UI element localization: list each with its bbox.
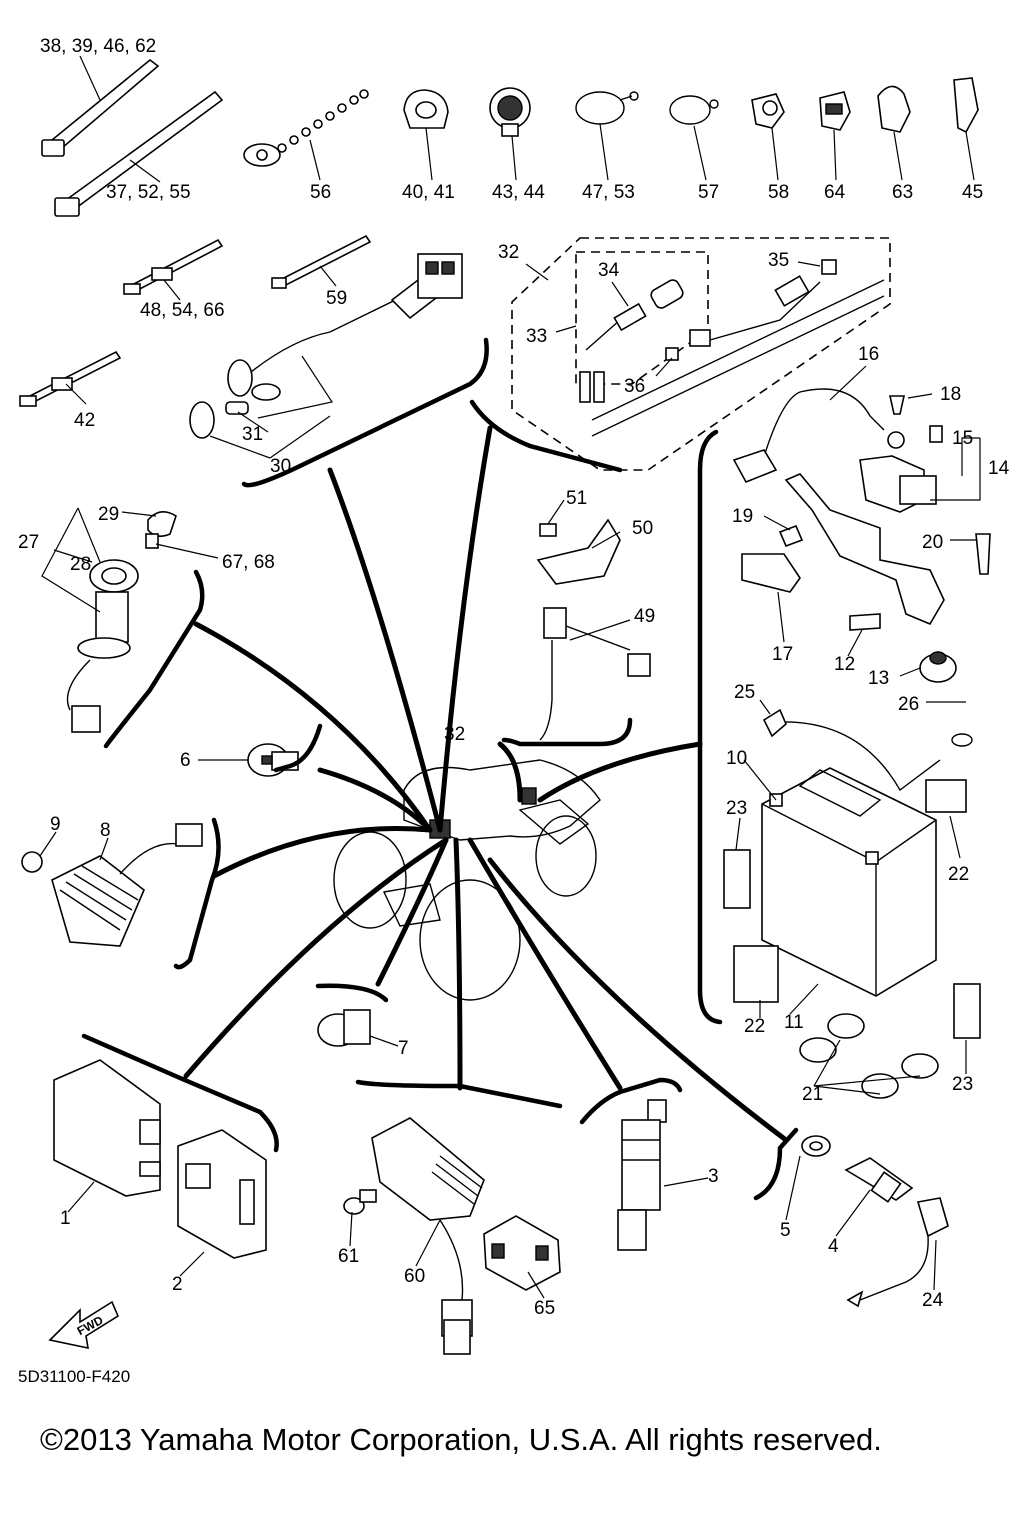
cable-tie-37 xyxy=(54,90,224,217)
callout-2: 2 xyxy=(172,1274,183,1295)
cable-tie-38 xyxy=(41,58,160,157)
ecu-1 xyxy=(53,1059,161,1197)
callout-63: 63 xyxy=(892,182,913,203)
callout-29: 29 xyxy=(98,504,119,525)
spark-plug-4 xyxy=(801,1135,949,1308)
callout-58: 58 xyxy=(768,182,789,203)
callout-13: 13 xyxy=(868,668,889,689)
callout-23-left: 23 xyxy=(726,798,747,819)
wire-harness-box-32 xyxy=(511,237,891,471)
callout-9: 9 xyxy=(50,814,61,835)
holder-45 xyxy=(953,77,979,134)
copyright-notice: ©2013 Yamaha Motor Corporation, U.S.A. A… xyxy=(40,1422,882,1457)
leader-lines xyxy=(39,55,981,1299)
callout-32-center: 32 xyxy=(444,724,465,745)
callout-17: 17 xyxy=(772,644,793,665)
clip-57 xyxy=(669,95,719,125)
group-outlines xyxy=(81,337,799,1201)
callout-65: 65 xyxy=(534,1298,555,1319)
callout-40-41: 40, 41 xyxy=(402,182,455,203)
sensor-7 xyxy=(317,1009,371,1047)
clamp-43 xyxy=(489,87,531,137)
callout-34: 34 xyxy=(598,260,620,281)
callout-37-52-55: 37, 52, 55 xyxy=(106,182,191,203)
callout-20: 20 xyxy=(922,532,943,553)
relay-bracket-assembly xyxy=(732,388,991,683)
callout-12: 12 xyxy=(834,654,855,675)
callout-23-right: 23 xyxy=(952,1074,973,1095)
callout-59: 59 xyxy=(326,288,347,309)
clamp-63 xyxy=(877,85,911,133)
holder-58 xyxy=(751,93,785,129)
callout-5: 5 xyxy=(780,1220,791,1241)
callout-8: 8 xyxy=(100,820,111,841)
clip-47 xyxy=(575,91,639,125)
callout-33: 33 xyxy=(526,326,547,347)
callout-15: 15 xyxy=(952,428,973,449)
callout-30: 30 xyxy=(270,456,291,477)
callout-67-68: 67, 68 xyxy=(222,552,275,573)
callout-43-44: 43, 44 xyxy=(492,182,545,203)
fwd-arrow-icon: FWD xyxy=(48,1300,120,1350)
cable-tie-48 xyxy=(123,238,224,295)
callout-4: 4 xyxy=(828,1236,839,1257)
callout-60: 60 xyxy=(404,1266,425,1287)
callout-32-harness: 32 xyxy=(498,242,519,263)
callout-22-right: 22 xyxy=(948,864,969,885)
clamp-64 xyxy=(819,91,851,131)
band-56 xyxy=(243,89,369,167)
ignition-coil-3 xyxy=(617,1099,667,1251)
callout-25: 25 xyxy=(734,682,755,703)
atv-vehicle-outline xyxy=(333,759,601,1001)
callout-16: 16 xyxy=(858,344,879,365)
callout-36: 36 xyxy=(624,376,645,397)
callout-28: 28 xyxy=(70,554,91,575)
callout-26: 26 xyxy=(898,694,919,715)
sub-wire-harness-30 xyxy=(189,253,463,439)
callout-42: 42 xyxy=(74,410,95,431)
callout-51: 51 xyxy=(566,488,587,509)
relay-60 xyxy=(343,1117,485,1355)
callout-38-39-46-62: 38, 39, 46, 62 xyxy=(40,36,156,57)
cable-tie-59 xyxy=(271,234,372,290)
callout-45: 45 xyxy=(962,182,983,203)
stop-switch-49 xyxy=(536,518,651,741)
callout-18: 18 xyxy=(940,384,961,405)
callout-57: 57 xyxy=(698,182,719,203)
relay-65 xyxy=(483,1215,561,1291)
callout-7: 7 xyxy=(398,1038,409,1059)
callout-64: 64 xyxy=(824,182,846,203)
callout-11: 11 xyxy=(784,1012,804,1033)
callout-1: 1 xyxy=(60,1208,71,1229)
callout-27: 27 xyxy=(18,532,39,553)
callout-24: 24 xyxy=(922,1290,944,1311)
callout-labels: 38, 39, 46, 62 37, 52, 55 56 40, 41 43, … xyxy=(18,36,1010,1319)
callout-48-54-66: 48, 54, 66 xyxy=(140,300,225,321)
battery-assembly xyxy=(723,708,981,1099)
callout-19: 19 xyxy=(732,506,753,527)
callout-35: 35 xyxy=(768,250,789,271)
main-switch-27 xyxy=(66,511,177,733)
callout-31: 31 xyxy=(242,424,263,445)
callout-22-bottom: 22 xyxy=(744,1016,765,1037)
cable-tie-42 xyxy=(19,350,122,407)
cdi-2 xyxy=(177,1129,267,1259)
sensor-6 xyxy=(247,743,299,777)
callout-3: 3 xyxy=(708,1166,719,1187)
callout-14: 14 xyxy=(988,458,1010,479)
callout-10: 10 xyxy=(726,748,747,769)
callout-6: 6 xyxy=(180,750,191,771)
callout-61: 61 xyxy=(338,1246,359,1267)
rectifier-regulator-8 xyxy=(21,823,203,947)
callout-56: 56 xyxy=(310,182,331,203)
callout-49: 49 xyxy=(634,606,655,627)
callout-47-53: 47, 53 xyxy=(582,182,635,203)
callout-21: 21 xyxy=(802,1084,823,1105)
diagram-code: 5D31100-F420 xyxy=(18,1367,130,1386)
grommet-40 xyxy=(403,89,449,129)
callout-50: 50 xyxy=(632,518,653,539)
